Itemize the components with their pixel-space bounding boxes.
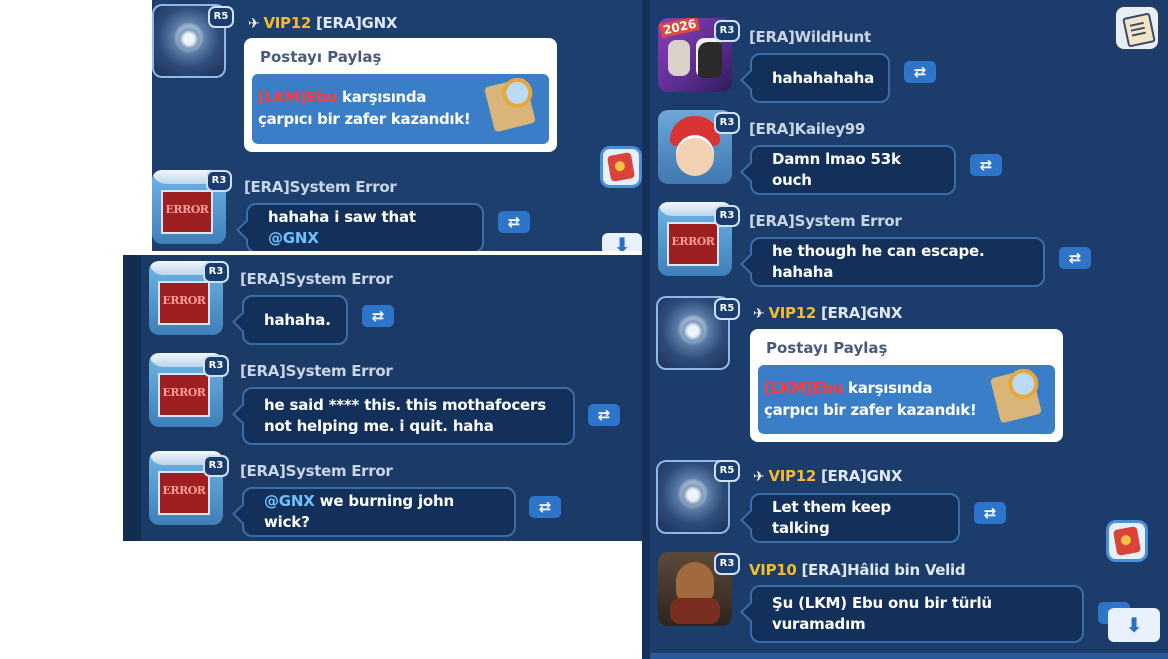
vip-level: VIP10 <box>749 561 797 579</box>
rank-badge: R3 <box>203 355 229 377</box>
translate-button[interactable]: ⇄ <box>529 496 561 518</box>
message-text: Let them keep talking <box>772 498 892 537</box>
post-body: [LKM]Ebu karşısında çarpıcı bir zafer ka… <box>758 365 1055 434</box>
post-title: Postayı Paylaş <box>260 48 382 66</box>
scroll-down-button[interactable]: ⬇ <box>602 233 642 251</box>
panel-edge <box>123 255 141 541</box>
message-text: hahaha i saw that @GNX <box>268 208 416 247</box>
sender-name[interactable]: [ERA]System Error <box>240 462 393 480</box>
player-name: [ERA]Hâlid bin Velid <box>801 561 966 579</box>
shared-post-card[interactable]: Postayı Paylaş [LKM]Ebu karşısında çarpı… <box>750 329 1063 442</box>
sender-name[interactable]: VIP10 [ERA]Hâlid bin Velid <box>749 561 966 579</box>
avatar[interactable]: 2026 <box>658 18 732 92</box>
mail-report-button[interactable] <box>600 146 642 188</box>
sender-name[interactable]: [ERA]System Error <box>749 212 902 230</box>
plane-icon: ✈ <box>753 306 765 322</box>
avatar-error-label: ERROR <box>667 222 719 266</box>
plane-icon: ✈ <box>248 16 260 32</box>
post-text: [LKM]Ebu karşısında çarpıcı bir zafer ka… <box>258 88 471 128</box>
message-text: he said **** this. this mothafocers not … <box>264 396 546 435</box>
message-bubble[interactable]: he said **** this. this mothafocers not … <box>242 387 575 445</box>
chat-panel-right: 2026 R3 [ERA]WildHunt hahahahaha ⇄ R3 [E… <box>642 0 1168 659</box>
message-text: Şu (LKM) Ebu onu bir türlü vuramadım <box>772 594 992 633</box>
translate-button[interactable]: ⇄ <box>904 61 936 83</box>
post-text: [LKM]Ebu karşısında çarpıcı bir zafer ka… <box>764 379 977 419</box>
rank-badge: R3 <box>203 455 229 477</box>
rank-badge: R3 <box>206 170 232 192</box>
report-scroll-icon <box>484 77 536 133</box>
rank-badge: R3 <box>714 112 740 134</box>
post-alliance-tag: [LKM]Ebu <box>258 88 338 106</box>
avatar-error-label: ERROR <box>161 190 213 234</box>
book-icon <box>1112 526 1142 556</box>
plane-icon: ✈ <box>753 469 765 485</box>
sender-name[interactable]: [ERA]System Error <box>240 362 393 380</box>
rank-badge: R5 <box>714 298 740 320</box>
post-alliance-tag: [LKM]Ebu <box>764 379 844 397</box>
sender-name[interactable]: [ERA]System Error <box>240 270 393 288</box>
translate-button[interactable]: ⇄ <box>970 154 1002 176</box>
message-bubble[interactable]: Let them keep talking <box>750 493 960 543</box>
panel-edge <box>642 0 650 659</box>
message-text: Damn lmao 53k ouch <box>772 150 901 189</box>
sender-name[interactable]: ✈VIP12 [ERA]GNX <box>753 304 902 322</box>
player-name: [ERA]GNX <box>820 467 903 485</box>
translate-button[interactable]: ⇄ <box>588 404 620 426</box>
avatar[interactable]: ERROR <box>658 202 732 276</box>
avatar-error-label: ERROR <box>158 471 210 515</box>
rank-badge: R3 <box>203 261 229 283</box>
avatar-year-badge: 2026 <box>658 18 701 38</box>
panel-bottom-bar <box>650 653 1168 659</box>
avatar-error-label: ERROR <box>158 373 210 417</box>
avatar-error-label: ERROR <box>158 281 210 325</box>
message-bubble[interactable]: hahaha. <box>242 295 348 345</box>
mention-link[interactable]: @GNX <box>268 229 319 247</box>
sender-name[interactable]: ✈VIP12 [ERA]GNX <box>248 14 397 32</box>
shared-post-card[interactable]: Postayı Paylaş [LKM]Ebu karşısında çarpı… <box>244 38 557 152</box>
player-name: [ERA]GNX <box>820 304 903 322</box>
translate-button[interactable]: ⇄ <box>974 502 1006 524</box>
message-bubble[interactable]: hahaha i saw that @GNX <box>246 203 484 251</box>
mention-link[interactable]: @GNX <box>264 492 315 510</box>
message-text: hahaha. <box>264 310 331 329</box>
scroll-down-button[interactable]: ⬇ <box>1108 608 1160 642</box>
message-bubble[interactable]: he though he can escape. hahaha <box>750 237 1045 287</box>
rank-badge: R3 <box>714 553 740 575</box>
translate-button[interactable]: ⇄ <box>362 305 394 327</box>
sender-name[interactable]: [ERA]Kailey99 <box>749 120 866 138</box>
notes-icon <box>1122 12 1156 48</box>
message-bubble[interactable]: Damn lmao 53k ouch <box>750 145 956 195</box>
rank-badge: R5 <box>714 460 740 482</box>
sender-name[interactable]: [ERA]WildHunt <box>749 28 871 46</box>
avatar[interactable] <box>658 110 732 184</box>
avatar[interactable] <box>658 552 732 626</box>
sender-name[interactable]: ✈VIP12 [ERA]GNX <box>753 467 902 485</box>
vip-level: VIP12 <box>263 14 311 32</box>
translate-button[interactable]: ⇄ <box>498 211 530 233</box>
translate-button[interactable]: ⇄ <box>1059 247 1091 269</box>
message-text: @GNX we burning john wick? <box>264 492 454 531</box>
post-title: Postayı Paylaş <box>766 339 888 357</box>
book-icon <box>606 152 636 182</box>
vip-level: VIP12 <box>768 467 816 485</box>
message-text: hahahahaha <box>772 68 875 87</box>
message-bubble[interactable]: hahahahaha <box>750 53 890 103</box>
mail-report-button[interactable] <box>1106 520 1148 562</box>
message-bubble[interactable]: @GNX we burning john wick? <box>242 487 516 537</box>
rank-badge: R5 <box>208 6 234 28</box>
post-body: [LKM]Ebu karşısında çarpıcı bir zafer ka… <box>252 74 549 144</box>
vip-level: VIP12 <box>768 304 816 322</box>
rank-badge: R3 <box>714 20 740 42</box>
chat-panel-bottom-left: ERROR R3 [ERA]System Error hahaha. ⇄ ERR… <box>123 255 642 541</box>
player-name: [ERA]GNX <box>315 14 398 32</box>
chat-panel-top-left: R5 ✈VIP12 [ERA]GNX Postayı Paylaş [LKM]E… <box>152 0 642 251</box>
report-scroll-icon <box>990 368 1042 424</box>
message-text: he though he can escape. hahaha <box>772 242 985 281</box>
sender-name[interactable]: [ERA]System Error <box>244 178 397 196</box>
rank-badge: R3 <box>714 205 740 227</box>
chat-notes-button[interactable] <box>1114 5 1160 51</box>
message-bubble[interactable]: Şu (LKM) Ebu onu bir türlü vuramadım <box>750 585 1084 643</box>
